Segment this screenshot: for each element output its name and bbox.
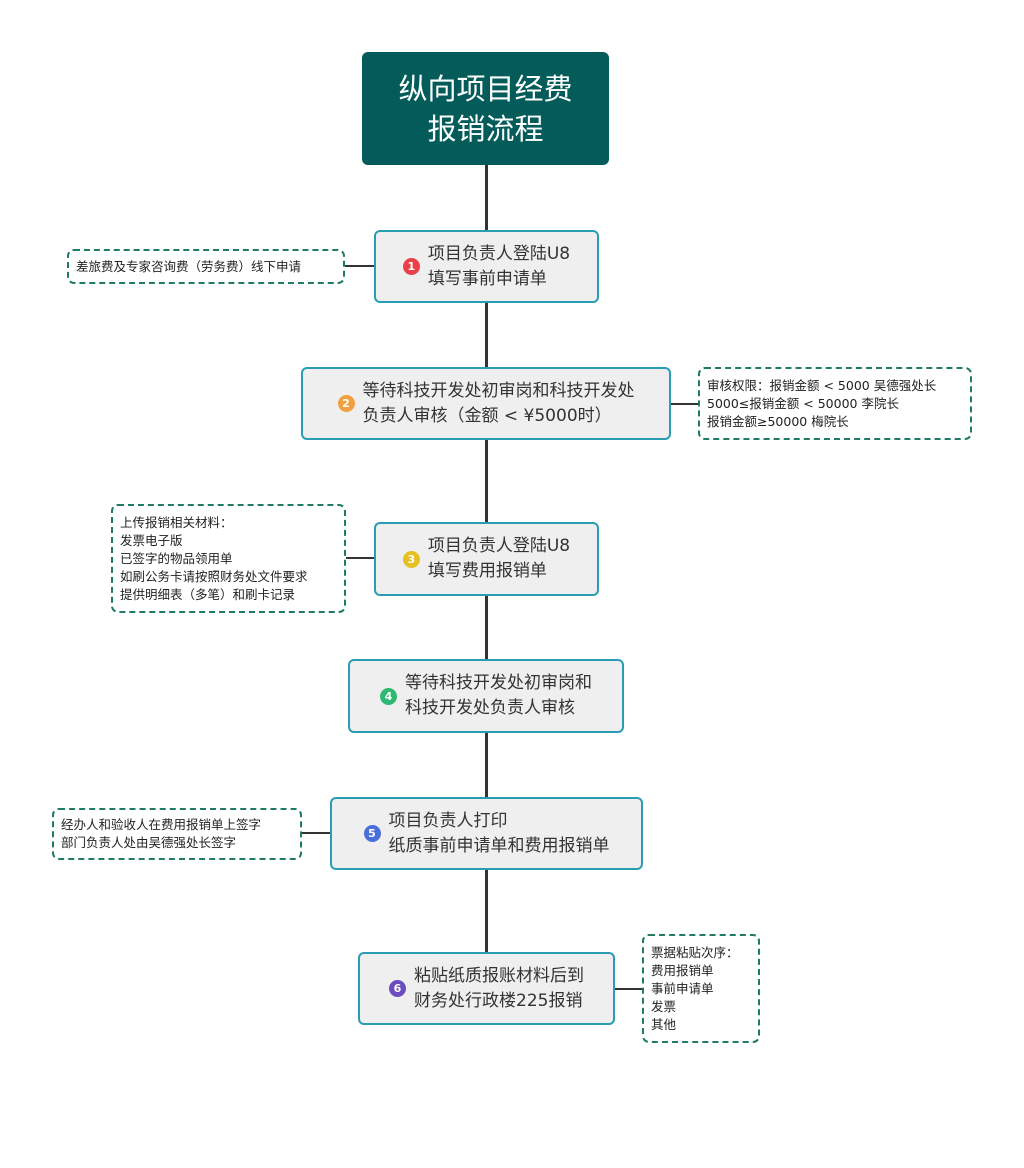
step-4: 4 等待科技开发处初审岗和科技开发处负责人审核	[348, 659, 624, 733]
connector-note-6	[615, 988, 643, 990]
note-5: 经办人和验收人在费用报销单上签字 部门负责人处由吴德强处长签字	[52, 808, 302, 860]
note-line: 差旅费及专家咨询费（劳务费）线下申请	[76, 258, 302, 274]
note-line: 提供明细表（多笔）和刷卡记录	[120, 586, 296, 602]
step-3: 3 项目负责人登陆U8 填写费用报销单	[374, 522, 599, 596]
connector-note-3	[346, 557, 375, 559]
title-line-1: 纵向项目经费	[398, 71, 573, 106]
connector-note-5	[302, 832, 331, 834]
step-number-badge: 3	[402, 550, 420, 568]
step-text: 填写费用报销单	[427, 561, 547, 581]
step-text: 粘贴纸质报账材料后到	[414, 965, 584, 986]
note-line: 发票	[651, 998, 677, 1014]
flow-title: 纵向项目经费 报销流程	[362, 52, 609, 165]
step-text: 等待科技开发处初审岗和	[405, 673, 592, 693]
note-line: 发票电子版	[120, 532, 183, 548]
connector-note-2	[671, 403, 699, 405]
note-line: 事前申请单	[651, 980, 714, 996]
step-2: 2 等待科技开发处初审岗和科技开发处负责人审核（金额 < ¥5000时）	[301, 367, 671, 440]
note-line: 上传报销相关材料：	[120, 514, 233, 530]
step-text: 项目负责人登陆U8	[427, 243, 571, 264]
step-6: 6 粘贴纸质报账材料后到财务处行政楼225报销	[358, 952, 615, 1025]
note-line: 如刷公务卡请按照财务处文件要求	[120, 568, 308, 584]
step-text: 项目负责人登陆U8	[427, 536, 571, 556]
step-number-badge: 6	[389, 980, 406, 997]
step-text: 财务处行政楼225报销	[414, 990, 583, 1011]
note-3: 上传报销相关材料： 发票电子版 已签字的物品领用单 如刷公务卡请按照财务处文件要…	[111, 504, 346, 613]
step-1: 1 项目负责人登陆U8 填写事前申请单	[374, 230, 599, 303]
step-text: 项目负责人打印	[388, 810, 508, 831]
note-2: 审核权限：报销金额 < 5000 吴德强处长 5000≤报销金额 < 50000…	[698, 367, 972, 440]
note-line: 审核权限：报销金额 < 5000 吴德强处长	[707, 377, 937, 393]
note-line: 经办人和验收人在费用报销单上签字	[61, 817, 262, 832]
step-number-badge: 5	[363, 825, 381, 842]
step-number-badge: 4	[380, 687, 397, 705]
step-text: 等待科技开发处初审岗和科技开发处	[362, 380, 635, 401]
note-line: 部门负责人处由吴德强处长签字	[61, 835, 237, 850]
note-line: 已签字的物品领用单	[120, 550, 233, 566]
note-6: 票据粘贴次序： 费用报销单 事前申请单 发票 其他	[642, 934, 760, 1043]
note-line: 票据粘贴次序：	[651, 944, 739, 960]
step-text: 纸质事前申请单和费用报销单	[388, 835, 610, 856]
step-text: 负责人审核（金额 < ¥5000时）	[362, 405, 612, 426]
note-line: 费用报销单	[651, 962, 714, 978]
title-line-2: 报销流程	[427, 111, 544, 146]
step-text: 科技开发处负责人审核	[405, 698, 575, 718]
step-5: 5 项目负责人打印纸质事前申请单和费用报销单	[330, 797, 643, 870]
note-line: 5000≤报销金额 < 50000 李院长	[707, 395, 899, 411]
step-text: 填写事前申请单	[427, 268, 547, 289]
connector-note-1	[345, 265, 375, 267]
step-number-badge: 1	[402, 258, 420, 275]
note-line: 其他	[651, 1016, 677, 1032]
step-number-badge: 2	[337, 395, 355, 412]
note-line: 报销金额≥50000 梅院长	[707, 413, 849, 429]
note-1: 差旅费及专家咨询费（劳务费）线下申请	[67, 249, 345, 284]
